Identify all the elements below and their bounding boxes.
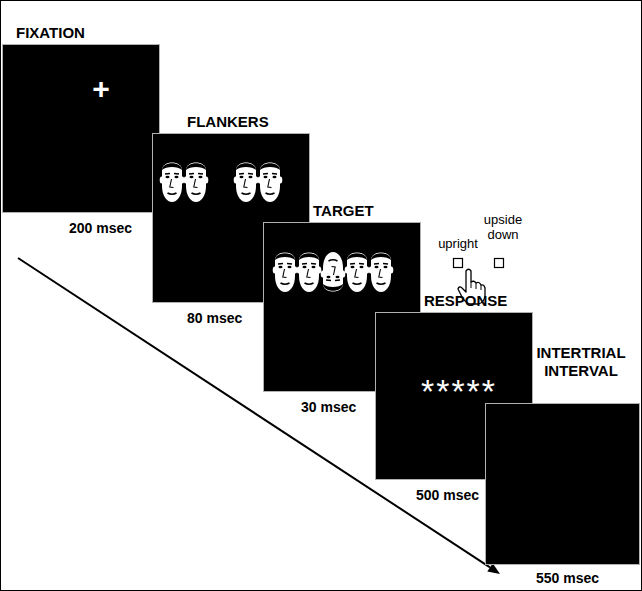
fixation-cross: + <box>92 73 110 105</box>
duration-label: 30 msec <box>301 399 356 415</box>
response-key <box>454 259 463 268</box>
duration-label: 80 msec <box>187 310 242 326</box>
upright-face <box>345 253 370 293</box>
upright-face <box>184 163 209 203</box>
response-option: upside down <box>478 212 528 242</box>
screen-title: FIXATION <box>16 24 85 42</box>
fixation-screen: FIXATION+200 msec <box>2 44 160 213</box>
inverted-face <box>321 252 346 292</box>
upright-face <box>273 253 298 293</box>
upright-face <box>369 253 394 293</box>
response-key <box>495 259 504 268</box>
response-option: upright <box>430 236 486 251</box>
duration-label: 200 msec <box>69 220 132 236</box>
screen-title: TARGET <box>313 202 374 220</box>
duration-label: 500 msec <box>416 487 479 503</box>
upright-face <box>297 253 322 293</box>
intertrial-screen: INTERTRIAL INTERVAL550 msec <box>485 403 640 565</box>
screen-title: INTERTRIAL INTERVAL <box>526 344 636 380</box>
upright-face <box>234 163 259 203</box>
upright-face <box>160 163 185 203</box>
screen-title: RESPONSE <box>424 292 507 310</box>
upright-face <box>258 163 283 203</box>
response-mask: ***** <box>421 373 497 409</box>
duration-label: 550 msec <box>536 570 599 586</box>
screen-title: FLANKERS <box>187 113 269 131</box>
